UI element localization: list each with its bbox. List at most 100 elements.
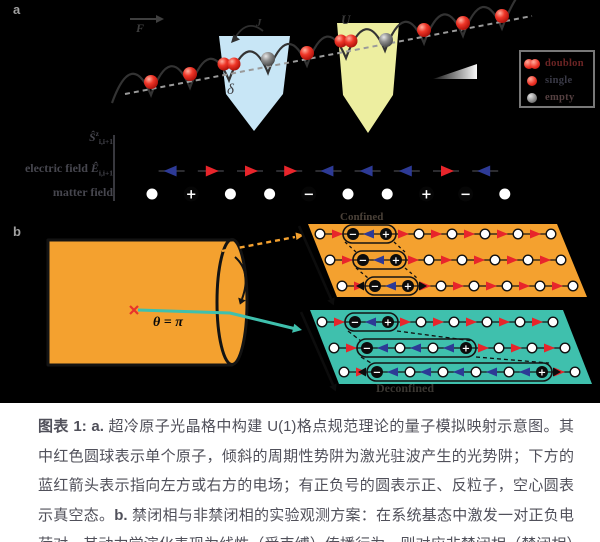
vacuum-site — [314, 228, 326, 240]
charge-site — [361, 342, 373, 354]
charge-site — [347, 228, 359, 240]
legend-item: empty — [524, 89, 593, 106]
atom-doublon — [217, 57, 231, 71]
right-field-arrow — [544, 343, 555, 353]
charge-pair-box — [344, 312, 399, 332]
spin-symbol: Ŝ — [89, 131, 96, 144]
right-field-arrow — [332, 229, 343, 239]
vacuum-site — [342, 188, 354, 200]
panel-b-label: b — [13, 224, 21, 239]
panel-b-graphics: −+−+−+ −+−+−+ — [46, 224, 592, 392]
atom-single — [456, 16, 470, 30]
charge-site — [418, 186, 434, 202]
left-field-arrow — [365, 317, 376, 327]
pair-box-connector-dashes — [344, 241, 418, 279]
vacuum-site — [503, 366, 515, 378]
right-field-arrow — [400, 317, 411, 327]
atom-single — [495, 9, 509, 23]
spread-arrowhead — [356, 281, 364, 291]
atom-doublon — [344, 34, 358, 48]
charge-sign: − — [460, 188, 471, 203]
right-field-arrow — [433, 317, 444, 327]
vacuum-site — [328, 342, 340, 354]
right-field-arrow — [530, 229, 541, 239]
charge-sign: + — [382, 230, 390, 241]
left-field-arrow — [363, 229, 374, 239]
right-field-arrow — [431, 229, 442, 239]
theta-arc-arrow — [234, 256, 247, 305]
vacuum-site — [481, 316, 493, 328]
panel-a-label: a — [13, 2, 21, 17]
tunneling-arrow — [231, 24, 264, 43]
right-field-arrow — [342, 255, 353, 265]
electric-field-row — [158, 165, 499, 177]
vacuum-site — [547, 316, 559, 328]
matter-field-row: +−+− — [146, 186, 511, 203]
right-field-arrow — [334, 317, 345, 327]
charge-site — [369, 280, 381, 292]
vacuum-site — [381, 188, 393, 200]
charge-sign: + — [186, 188, 197, 203]
vacuum-site — [146, 188, 158, 200]
caption-text: 超冷原子光晶格中构建 U(1)格点规范理论的量子模拟映射示意图。其中红色圆球表示… — [38, 418, 574, 524]
right-field-arrow — [511, 343, 522, 353]
right-field-arrow — [540, 255, 551, 265]
legend-label: single — [545, 75, 573, 86]
right-field-arrow — [441, 255, 452, 265]
charge-site — [301, 186, 317, 202]
right-field-arrow — [466, 317, 477, 327]
empty-icon — [524, 92, 545, 104]
charge-site — [402, 280, 414, 292]
charge-site — [382, 316, 394, 328]
spin-operator-symbol: Ŝzi,i+1 — [0, 129, 113, 146]
vacuum-site — [479, 228, 491, 240]
tilt-dashed-line — [124, 15, 533, 95]
deconfined-label: Deconfined — [376, 381, 434, 395]
time-arrow-deconfined — [299, 311, 337, 392]
left-efield-arrow — [398, 165, 412, 177]
vacuum-site — [567, 280, 579, 292]
charge-sign: − — [371, 282, 379, 293]
spread-arrowhead — [419, 281, 427, 291]
confined-label: Confined — [340, 211, 384, 223]
vacuum-site — [336, 280, 348, 292]
charge-site — [460, 342, 472, 354]
charge-pair-box — [342, 224, 397, 244]
matter-label-text: matter field — [52, 185, 113, 199]
left-field-arrow — [443, 343, 454, 353]
gradient-wedge-icon — [433, 64, 477, 79]
charge-site — [357, 254, 369, 266]
charge-sign: − — [373, 368, 381, 379]
tunneling-label: J — [256, 17, 262, 29]
right-efield-arrow — [205, 165, 219, 177]
efield-subscript: i,i+1 — [98, 168, 113, 178]
single-icon — [524, 75, 545, 87]
vacuum-site — [522, 254, 534, 266]
vacuum-site — [413, 228, 425, 240]
electric-field-label: electric field Êi,i+1 — [0, 161, 113, 177]
caption-text: 图表 1: — [38, 418, 92, 435]
vacuum-site — [448, 316, 460, 328]
vacuum-site — [545, 228, 557, 240]
atom-doublon — [227, 57, 241, 71]
figure-panel: + − + − — [0, 0, 595, 395]
yellow-funnel — [337, 23, 399, 133]
charge-site — [371, 366, 383, 378]
confined-lattice: −+−+−+ — [314, 224, 579, 296]
vacuum-site — [501, 280, 513, 292]
atom-single — [183, 67, 197, 81]
atom-empty — [261, 52, 275, 66]
atom-empty — [379, 33, 393, 47]
caption-text: b. — [114, 506, 128, 524]
right-field-arrow — [408, 255, 419, 265]
right-field-arrow — [486, 281, 497, 291]
vacuum-site — [437, 366, 449, 378]
offset-delta-label: δ — [227, 82, 234, 98]
charge-sign: + — [384, 318, 392, 329]
right-field-arrow — [478, 343, 489, 353]
time-arrow-confined — [297, 225, 335, 306]
charge-pair-box — [356, 338, 477, 358]
